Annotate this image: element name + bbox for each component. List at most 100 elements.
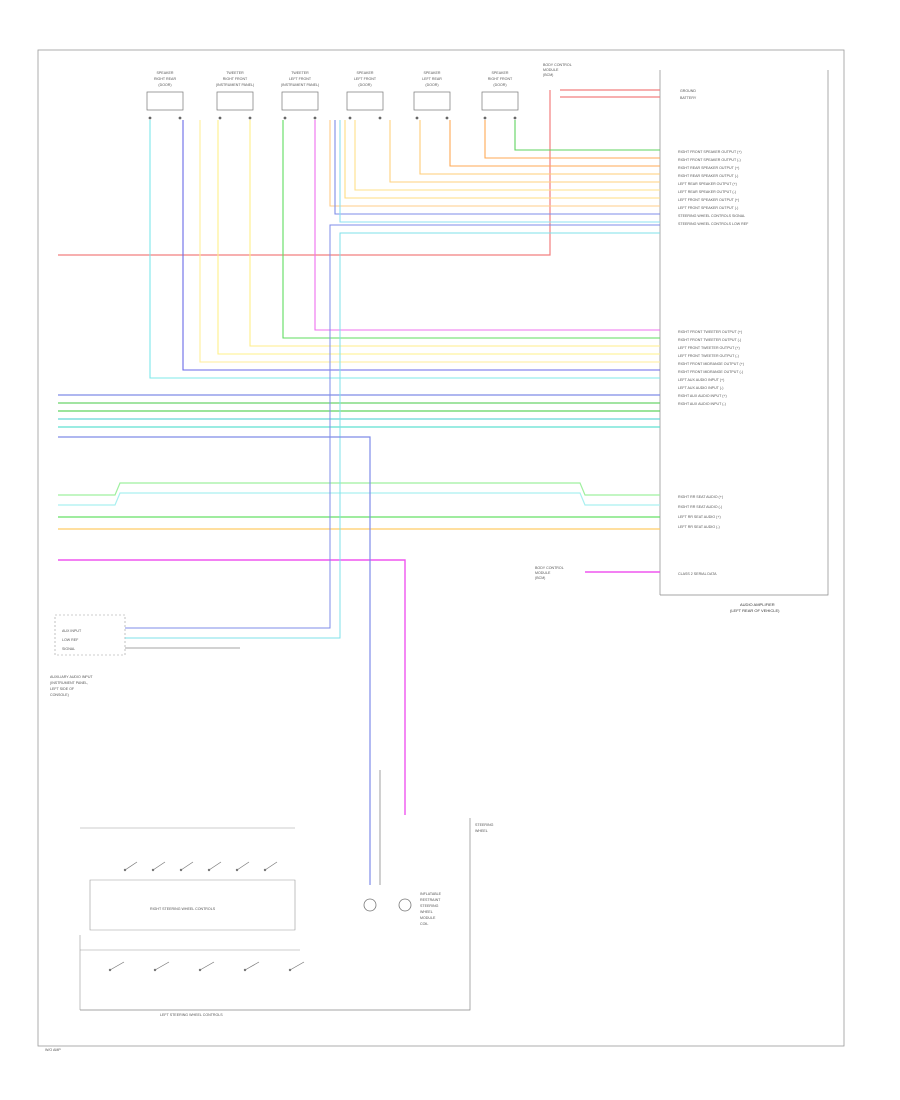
switch-contact [208,861,222,871]
switch-contact [180,861,194,871]
speaker-terminal [178,116,182,120]
seat-audio-wire [58,482,660,496]
pin-label: LEFT FRONT TWEETER OUTPUT (-) [678,354,739,358]
wires [58,120,660,530]
tweeter-wire [249,120,660,347]
switch-contact [109,961,125,971]
right-controls-label: RIGHT STEERING WHEEL CONTROLS [150,907,216,911]
speaker-wire [514,120,660,151]
pin-label: RIGHT FRONT MIDRANGE OUTPUT (+) [678,362,744,366]
speaker-label: SPEAKER [357,71,374,75]
speaker-label: (INSTRUMENT PANEL) [281,83,319,87]
switch-node [151,868,155,872]
steering-wire-1 [58,436,371,885]
speaker-wire [334,120,660,215]
speaker-icon [346,91,384,111]
switch-contact [154,961,170,971]
switch-node [108,968,112,972]
svg-text:MODULE: MODULE [420,916,436,920]
aux-label-3: LEFT SIDE OF [50,687,75,691]
pin-label: LEFT AUX AUDIO INPUT (+) [678,378,724,382]
pin-label: STEERING WHEEL CONTROLS LOW REF [678,222,749,226]
speaker-label: TWEETER [226,71,244,75]
switch-contact [124,861,138,871]
battery-label: BATTERY [680,96,697,100]
pin-label: RIGHT RR SEAT AUDIO (+) [678,495,723,499]
speaker-wire [344,120,660,199]
speaker-terminal [148,116,152,120]
speaker-terminal [313,116,317,120]
pin-labels: RIGHT FRONT SPEAKER OUTPUT (+)RIGHT FRON… [678,150,749,529]
svg-text:RESTRAINT: RESTRAINT [420,898,441,902]
speaker-wire [449,120,660,167]
left-controls-box [79,935,300,1010]
switch-node [288,968,292,972]
tweeter-wire [182,120,660,371]
speaker-wire [354,120,660,191]
speaker-terminal [513,116,517,120]
speaker-terminal [218,116,222,120]
aux-box-label-2: LOW REF [62,638,79,642]
right-switches [123,861,278,872]
speaker-wire [339,120,660,223]
aux-wire-1 [125,224,660,629]
right-controls-box [80,827,296,931]
pin-label: LEFT AUX AUDIO INPUT (-) [678,386,723,390]
pin-label: LEFT FRONT TWEETER OUTPUT (+) [678,346,740,350]
speaker-label: SPEAKER [492,71,509,75]
aux-input-box [54,614,126,656]
bcm-label-3: (BCM) [543,73,553,77]
speaker-label: (DOOR) [425,83,438,87]
speaker-terminal [248,116,252,120]
seat-audio-wire [58,492,660,506]
pin-label: RIGHT REAR SPEAKER OUTPUT (-) [678,174,738,178]
pin-label: RIGHT FRONT TWEETER OUTPUT (-) [678,338,741,342]
aux-wire-2 [125,232,660,639]
speaker-icon [481,91,519,111]
dash-connector-2: MODULE [535,571,551,575]
speaker-label: RIGHT FRONT [488,77,513,81]
clockspring-label: INFLATABLE RESTRAINT STEERING WHEEL MODU… [420,892,442,926]
bcm-label-2: MODULE [543,68,559,72]
switch-contact [199,961,215,971]
tweeter-wire [149,120,660,379]
aux-label-1: AUXILIARY AUDIO INPUT [50,675,93,679]
footer-label: W/O AMP [45,1048,61,1052]
steering-label-2: WHEEL [475,829,488,833]
speaker-label: RIGHT FRONT [223,77,248,81]
speaker-label: RIGHT REAR [154,77,177,81]
switch-contact [289,961,305,971]
speaker-label: LEFT REAR [422,77,442,81]
speaker-terminal [483,116,487,120]
svg-text:STEERING: STEERING [420,904,439,908]
switch-node [235,868,239,872]
pin-label: LEFT RR SEAT AUDIO (-) [678,525,720,529]
speaker-terminal [283,116,287,120]
pin-label: RIGHT AUX AUDIO INPUT (+) [678,394,727,398]
speaker-wire [389,120,660,183]
switch-node [198,968,202,972]
pin-label: LEFT REAR SPEAKER OUTPUT (+) [678,182,737,186]
switch-contact [152,861,166,871]
pin-label: RIGHT FRONT TWEETER OUTPUT (+) [678,330,742,334]
dash-connector-1: BODY CONTROL [535,566,564,570]
speaker-icon [146,91,184,111]
aux-label-4: CONSOLE) [50,693,69,697]
aux-box-label-3: SIGNAL [62,647,75,651]
ground-label: GROUND [680,89,696,93]
speakers: SPEAKER RIGHT REAR (DOOR) TWEETER RIGHT FRON… [146,71,519,120]
svg-text:WHEEL: WHEEL [420,910,433,914]
pin-label: RIGHT AUX AUDIO INPUT (-) [678,402,726,406]
speaker-label: (DOOR) [493,83,506,87]
left-switches [108,961,305,972]
amplifier-label: AUDIO AMPLIFIER [740,602,775,607]
steering-box [80,818,471,1011]
speaker-terminal [348,116,352,120]
speaker-terminal [378,116,382,120]
steering-label-1: STEERING [475,823,494,827]
aux-label-2: (INSTRUMENT PANEL, [50,681,88,685]
speaker-icon [281,91,319,111]
speaker-icon [413,91,451,111]
aux-box-label-1: AUX INPUT [62,629,82,633]
